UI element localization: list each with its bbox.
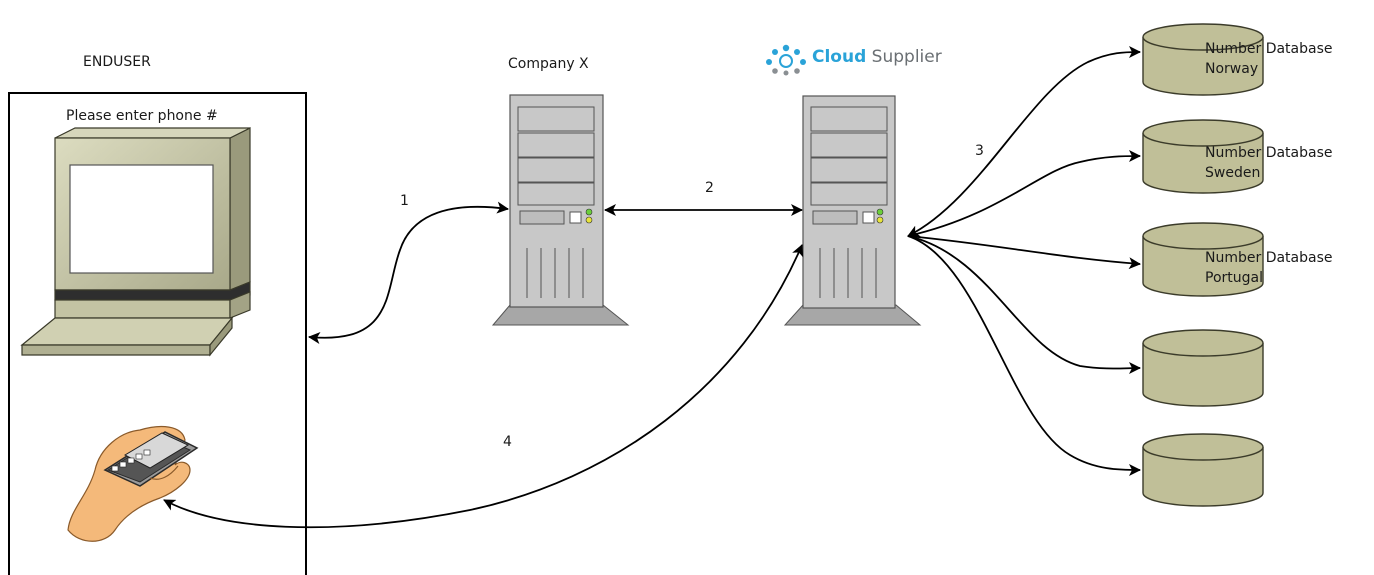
enduser-title: ENDUSER [83,54,151,70]
database-portugal [1142,222,1264,297]
db-norway-line1: Number Database [1205,41,1333,57]
arrow-3-norway [907,46,1141,237]
arrow-4 [163,244,804,529]
db-portugal-line1: Number Database [1205,250,1333,266]
arrow-3-portugal [907,235,1141,270]
db-norway-line2: Norway [1205,61,1259,77]
database-4 [1142,329,1264,407]
arrow-1 [308,201,509,344]
db-sweden-line1: Number Database [1205,145,1333,161]
hand-phone-icon [67,425,199,542]
company-title: Company X [508,56,589,72]
phone-prompt: Please enter phone # [66,108,218,124]
arrow-3-sweden [907,150,1141,237]
db-portugal-line2: Portugal [1205,270,1263,286]
database-5 [1142,433,1264,507]
database-norway [1142,23,1264,96]
logo-word-cloud: Cloud [812,47,867,67]
step-2-label: 2 [705,180,714,196]
arrow-3-db5 [907,235,1141,476]
step-1-label: 1 [400,193,409,209]
desktop-computer-icon [20,127,251,357]
cloud-server-icon [783,95,922,326]
database-sweden [1142,119,1264,194]
db-sweden-line2: Sweden [1205,165,1261,181]
arrow-3-db4 [907,235,1141,375]
cloud-logo-icon [766,44,806,76]
